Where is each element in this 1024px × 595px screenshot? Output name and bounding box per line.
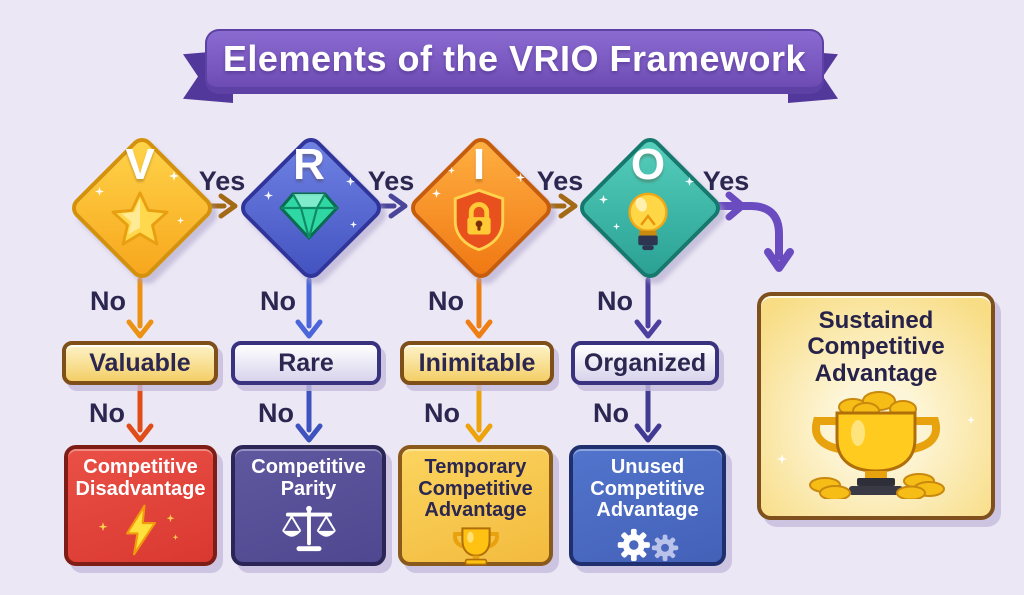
diamond-organized: O xyxy=(573,131,725,283)
diamond-letter-r: R xyxy=(293,140,325,189)
no-label: No xyxy=(260,286,296,316)
gears-icon xyxy=(613,526,683,564)
sparkle xyxy=(177,217,184,224)
no-label: No xyxy=(424,398,460,428)
attribute-label: Valuable xyxy=(89,348,191,377)
outcome-label: Temporary Competitive Advantage xyxy=(418,456,533,522)
no-label: No xyxy=(90,286,126,316)
no-label: No xyxy=(428,286,464,316)
attribute-box-valuable: Valuable xyxy=(62,341,218,385)
sparkle xyxy=(264,191,273,200)
yes-label: Yes xyxy=(536,166,584,196)
outcome-label: Competitive Disadvantage xyxy=(75,456,206,500)
star-icon xyxy=(65,189,215,247)
sparkle xyxy=(432,189,441,198)
outcome-box-sustained-competitive-advantage: Sustained Competitive Advantage xyxy=(757,292,995,520)
diamond-letter-i: I xyxy=(472,140,486,189)
attribute-label: Organized xyxy=(583,348,707,377)
outcome-box-temporary-competitive-advantage: Temporary Competitive Advantage xyxy=(398,445,553,566)
attribute-box-organized: Organized xyxy=(571,341,719,385)
no-label: No xyxy=(593,398,629,428)
outcome-box-competitive-disadvantage: Competitive Disadvantage xyxy=(64,445,217,566)
sparkle xyxy=(350,221,357,228)
sparkle xyxy=(172,534,179,541)
sparkle xyxy=(599,195,608,204)
diamond-inimitable: I xyxy=(404,131,556,283)
no-label: No xyxy=(597,286,633,316)
title-banner: Elements of the VRIO Framework xyxy=(205,29,824,94)
no-label: No xyxy=(89,398,125,428)
outcome-label: Competitive Parity xyxy=(251,456,366,500)
diamond-rare: R xyxy=(234,131,386,283)
outcome-box-unused-competitive-advantage: Unused Competitive Advantage xyxy=(569,445,726,566)
diamond-valuable: V xyxy=(65,131,217,283)
yes-label: Yes xyxy=(367,166,415,196)
scales-icon xyxy=(278,504,340,554)
sparkle xyxy=(448,167,455,174)
attribute-box-rare: Rare xyxy=(231,341,381,385)
trophy-coins-icon xyxy=(791,389,961,500)
diamond-letter-o: O xyxy=(630,140,666,189)
yes-label: Yes xyxy=(198,166,246,196)
lightning-icon xyxy=(98,504,179,556)
sparkle xyxy=(516,173,525,182)
no-label: No xyxy=(258,398,294,428)
sparkle xyxy=(95,187,104,196)
sparkle xyxy=(166,514,175,523)
outcome-box-competitive-parity: Competitive Parity xyxy=(231,445,386,566)
yes-label: Yes xyxy=(702,166,750,196)
sparkle xyxy=(98,522,108,532)
gem-icon xyxy=(234,189,384,243)
attribute-label: Rare xyxy=(278,348,334,377)
sparkle xyxy=(685,177,694,186)
outcome-label: Unused Competitive Advantage xyxy=(590,456,705,522)
diamond-letter-v: V xyxy=(125,140,155,189)
sparkle xyxy=(613,223,620,230)
attribute-box-inimitable: Inimitable xyxy=(400,341,554,385)
attribute-label: Inimitable xyxy=(418,348,536,377)
sparkle xyxy=(346,177,355,186)
bulb-icon xyxy=(573,189,723,253)
sparkle xyxy=(777,454,787,464)
sparkle xyxy=(967,416,975,424)
shield-lock-icon xyxy=(404,189,554,251)
page-title: Elements of the VRIO Framework xyxy=(222,38,807,79)
sparkle xyxy=(169,171,179,181)
outcome-label: Sustained Competitive Advantage xyxy=(807,307,945,387)
trophy-icon xyxy=(450,526,502,566)
